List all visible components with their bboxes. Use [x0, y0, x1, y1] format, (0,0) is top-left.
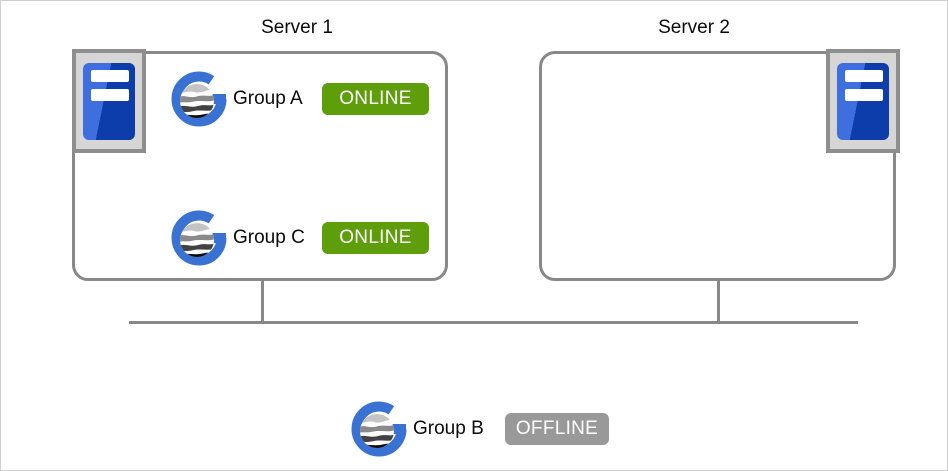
server1-connector-line — [261, 281, 264, 322]
server-tower-icon — [72, 49, 146, 153]
network-bus-line — [129, 321, 858, 324]
group-globe-g-icon — [171, 210, 227, 266]
group-globe-g-icon — [171, 71, 227, 127]
group-name: Group A — [233, 88, 303, 109]
status-badge-offline: OFFLINE — [505, 413, 609, 445]
server1-label: Server 1 — [261, 17, 333, 38]
server-tower-icon — [826, 49, 900, 153]
group-row-a: Group A ONLINE — [171, 71, 429, 127]
server2-connector-line — [717, 281, 720, 322]
group-globe-g-icon — [351, 401, 407, 457]
status-badge-online: ONLINE — [322, 222, 429, 254]
group-row-c: Group C ONLINE — [171, 210, 429, 266]
group-name: Group B — [413, 418, 484, 439]
group-name: Group C — [233, 227, 305, 248]
server2-label: Server 2 — [658, 17, 730, 38]
status-badge-online: ONLINE — [322, 83, 429, 115]
group-row-b: Group B OFFLINE — [351, 401, 609, 457]
